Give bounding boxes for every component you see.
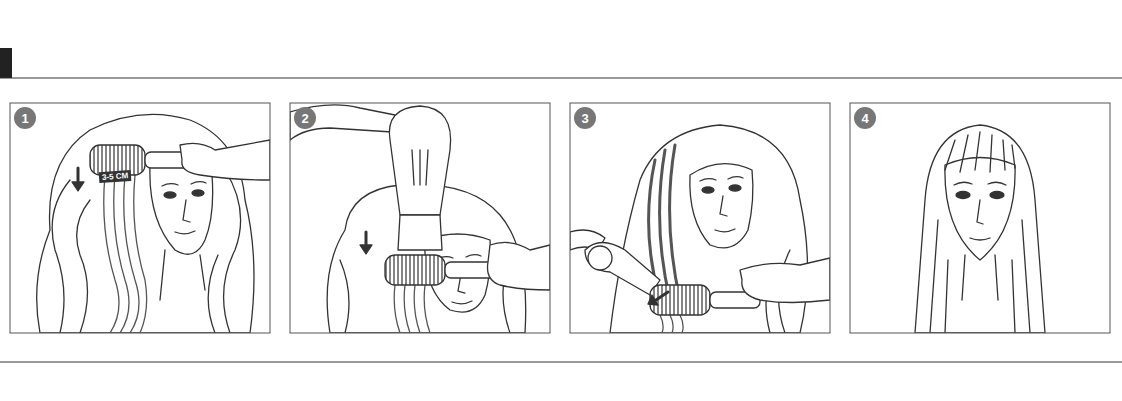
dimension-label: 3-5 CM — [99, 170, 132, 183]
callout-number: 4 — [861, 111, 868, 126]
callout-number: 1 — [21, 111, 28, 126]
callout-number: 2 — [301, 111, 308, 126]
callout-circle: 4 — [854, 107, 876, 129]
callout-number: 3 — [581, 111, 588, 126]
callout-circle: 2 — [294, 107, 316, 129]
callout-circle: 1 — [14, 107, 36, 129]
callout-circle: 3 — [574, 107, 596, 129]
